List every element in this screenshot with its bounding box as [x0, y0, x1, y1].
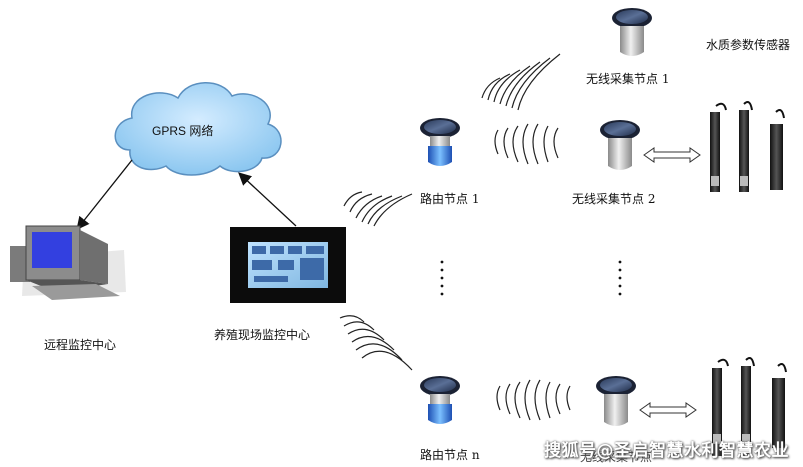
collector-node-1-icon — [612, 8, 652, 56]
collector-n-label: 无线采集节点 — [580, 450, 653, 464]
collector-node-2-icon — [600, 120, 640, 170]
cloud-label: GPRS 网络 — [152, 124, 214, 138]
computer-icon — [10, 225, 126, 300]
bidirectional-arrow-icon — [643, 147, 701, 163]
router-n-label: 路由节点 n — [420, 448, 480, 462]
arrow-site-to-cloud — [238, 172, 297, 227]
cloud-icon — [114, 82, 282, 176]
ellipsis-dots — [440, 260, 622, 296]
sensor-group-label: 水质参数传感器 — [706, 38, 791, 52]
wireless-signal-icon — [339, 53, 571, 421]
monitor-panel-icon — [230, 227, 346, 303]
collector-node-n-icon — [596, 376, 636, 426]
router-1-label: 路由节点 1 — [420, 192, 480, 206]
water-sensor-probes-icon — [710, 101, 785, 192]
router-node-n-icon — [420, 376, 460, 424]
arrow-cloud-to-remote — [76, 159, 133, 231]
watermark: 搜狐号@圣启智慧水利智慧农业 — [544, 441, 789, 461]
site-center-label: 养殖现场监控中心 — [214, 328, 311, 342]
remote-center-label: 远程监控中心 — [44, 338, 117, 352]
water-sensor-probes-icon — [712, 357, 787, 456]
bidirectional-arrow-icon — [639, 402, 697, 418]
collector-2-label: 无线采集节点 2 — [572, 192, 656, 206]
router-node-1-icon — [420, 118, 460, 166]
collector-1-label: 无线采集节点 1 — [586, 72, 670, 86]
